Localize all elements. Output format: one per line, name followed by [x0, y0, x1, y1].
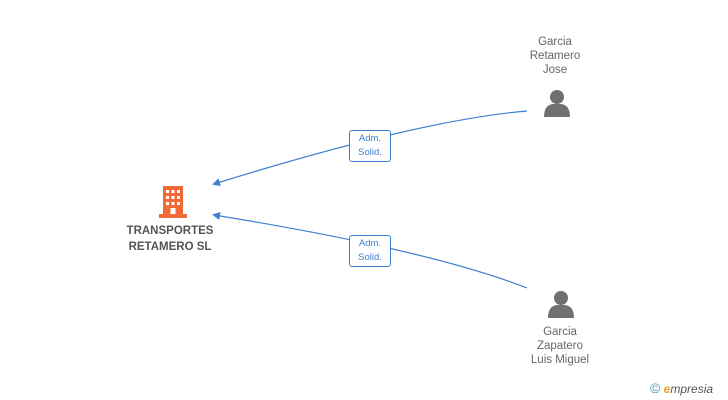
person-2-line3: Luis Miguel — [530, 354, 590, 366]
relation-2-line1: Adm. — [358, 238, 382, 249]
relation-badge-1[interactable]: Adm. Solid. — [349, 130, 391, 162]
company-name-line1: TRANSPORTES — [126, 225, 214, 237]
person-2-line2: Zapatero — [536, 340, 584, 352]
edge-person2-company — [212, 212, 528, 289]
person-icon[interactable] — [546, 289, 576, 319]
copyright-icon: © — [650, 380, 661, 396]
person-1-line2: Retamero — [529, 50, 581, 62]
relation-1-line1: Adm. — [358, 133, 382, 144]
person-1-line3: Jose — [542, 64, 568, 76]
person-2-name[interactable]: Garcia Zapatero Luis Miguel — [505, 325, 615, 367]
relation-badge-2[interactable]: Adm. Solid. — [349, 235, 391, 267]
company-name[interactable]: TRANSPORTES RETAMERO SL — [110, 223, 230, 255]
edge-person1-company — [212, 110, 528, 187]
relation-1-line2: Solid. — [358, 147, 382, 158]
brand-name: mpresia — [670, 382, 714, 396]
empresia-logo[interactable]: © empresia — [650, 380, 713, 396]
person-2-line1: Garcia — [543, 326, 577, 338]
company-name-line2: RETAMERO SL — [128, 241, 212, 253]
person-1-line1: Garcia — [538, 36, 572, 48]
building-icon[interactable] — [156, 184, 190, 220]
brand-initial: e — [663, 382, 671, 396]
relation-2-line2: Solid. — [358, 252, 382, 263]
person-icon[interactable] — [542, 88, 572, 118]
person-1-name[interactable]: Garcia Retamero Jose — [500, 35, 610, 77]
